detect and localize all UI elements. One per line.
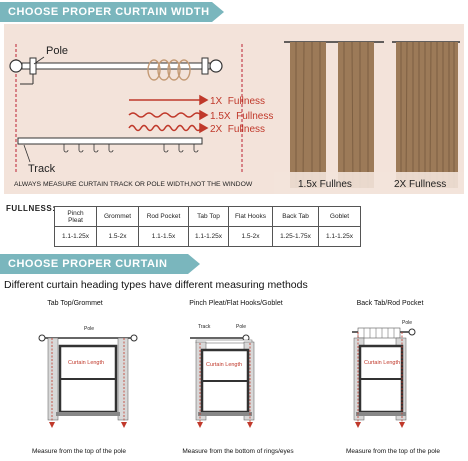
svg-text:Curtain Length: Curtain Length — [364, 360, 400, 366]
table-cell: 1.5-2x — [228, 226, 273, 247]
table-header-cell: Back Tab — [272, 206, 319, 227]
section-title: CHOOSE PROPER CURTAIN WIDTH — [8, 6, 210, 18]
table-header-cell: Grommet — [96, 206, 139, 227]
svg-text:Pole: Pole — [84, 326, 94, 332]
fullness-1-5x — [128, 109, 209, 121]
measure-diagram-pinch-pleat: Pole Track Curtain Length — [190, 324, 255, 428]
fullness-1x — [129, 94, 209, 106]
svg-text:Pole: Pole — [236, 324, 246, 330]
svg-text:Pole: Pole — [402, 320, 412, 326]
fullness-15x-label: 1.5X Fullness — [210, 111, 273, 122]
diagram-caption: Measure from the top of the pole — [32, 448, 126, 455]
curtain-2x — [396, 41, 458, 189]
table-cell: 1.1-1.25x — [54, 226, 97, 247]
pole-finial-left — [9, 59, 23, 73]
pole-label: Pole — [46, 45, 68, 57]
curtain-1-5x — [290, 41, 374, 189]
table-header-cell: Pinch Pleat — [54, 206, 97, 227]
table-cell: 1.1-1.25x — [318, 226, 361, 247]
table-cell: 1.5-2x — [96, 226, 139, 247]
section-title: CHOOSE PROPER CURTAIN LENGTH — [8, 258, 168, 290]
fullness-label: FULLNESS: — [6, 204, 56, 213]
measure-note: ALWAYS MEASURE CURTAIN TRACK OR POLE WID… — [14, 181, 253, 188]
fullness-1x-label: 1X Fullness — [210, 96, 265, 107]
table-row: Pinch Pleat Grommet Rod Pocket Tab Top F… — [54, 206, 361, 227]
fullness-2x — [128, 122, 209, 134]
measure-diagram-back-tab: Pole Curtain Length — [352, 320, 416, 428]
pole-rod — [21, 62, 211, 70]
pole-track-diagram: Pole 1X Fullness 1.5X Fullness 2X Fullne… — [9, 44, 273, 188]
table-cell: 1.1-1.5x — [138, 226, 189, 247]
measure-diagram-tab-top: Pole Curtain Length — [38, 326, 138, 428]
table-header-cell: Tab Top — [188, 206, 229, 227]
svg-text:Track: Track — [198, 324, 211, 330]
section-banner-width: CHOOSE PROPER CURTAIN WIDTH — [0, 2, 224, 22]
svg-text:Curtain Length: Curtain Length — [68, 360, 104, 366]
table-header-cell: Flat Hooks — [228, 206, 273, 227]
track-label: Track — [28, 163, 56, 175]
diagram-caption: Measure from the top of the pole — [346, 448, 440, 455]
section-banner-length: CHOOSE PROPER CURTAIN LENGTH — [0, 254, 200, 290]
table-cell: 1.1-1.25x — [188, 226, 229, 247]
fullness-table: Pinch Pleat Grommet Rod Pocket Tab Top F… — [54, 206, 361, 247]
table-header-cell: Goblet — [318, 206, 361, 227]
svg-text:Curtain Length: Curtain Length — [206, 362, 242, 368]
subheading: Different curtain heading types have dif… — [4, 279, 308, 291]
diagram-title: Tab Top/Grommet — [47, 300, 103, 307]
track-rail — [17, 137, 203, 145]
curtain-label-15x: 1.5x Fullnes — [298, 179, 352, 190]
diagram-title: Back Tab/Rod Pocket — [356, 300, 424, 307]
width-panel — [4, 24, 464, 194]
table-header-cell: Rod Pocket — [138, 206, 189, 227]
table-cell: 1.25-1.75x — [272, 226, 319, 247]
table-row: 1.1-1.25x 1.5-2x 1.1-1.5x 1.1-1.25x 1.5-… — [54, 226, 361, 247]
curtain-label-2x: 2X Fullness — [394, 179, 446, 190]
diagram-caption: Measure from the bottom of rings/eyes — [182, 448, 294, 455]
fullness-2x-label: 2X Fullness — [210, 124, 265, 135]
curtain-photos: 1.5x Fullnes 2X Fullness — [274, 41, 464, 194]
diagram-title: Pinch Pleat/Flat Hooks/Goblet — [189, 300, 283, 307]
